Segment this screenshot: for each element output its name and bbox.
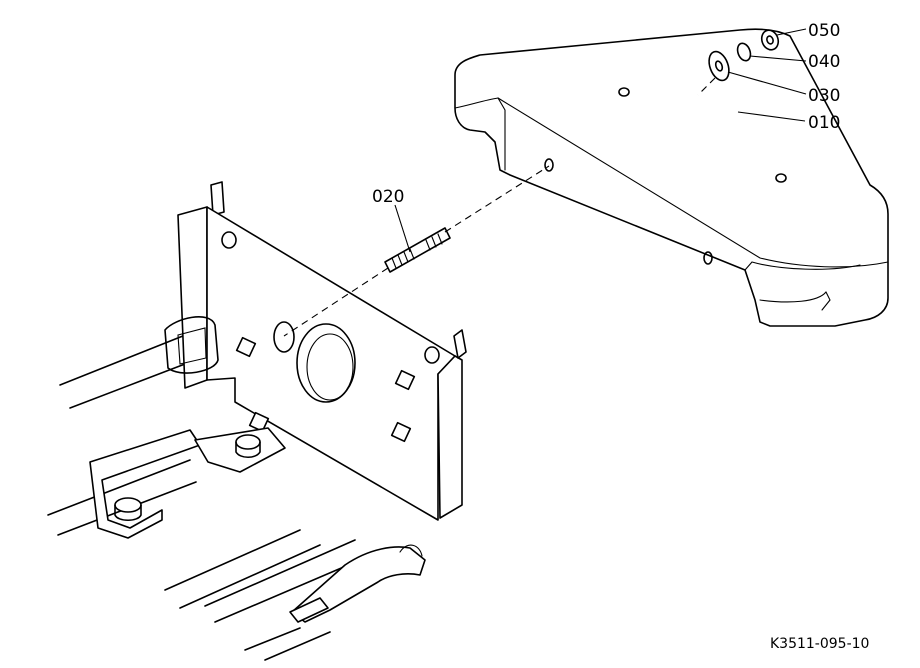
lower-brackets	[89, 427, 286, 539]
callout-010: 010	[808, 113, 840, 133]
fastener-stack	[697, 29, 780, 96]
stud-bolt	[283, 165, 550, 337]
leader-lines	[394, 28, 807, 253]
drawing-number: K3511-095-10	[770, 636, 869, 652]
counterweight	[454, 28, 889, 327]
lower-linkage	[289, 544, 426, 623]
mounting-bracket	[164, 181, 467, 521]
callout-020: 020	[372, 187, 404, 207]
callout-040: 040	[808, 52, 840, 72]
callout-030: 030	[808, 86, 840, 106]
callout-050: 050	[808, 21, 840, 41]
